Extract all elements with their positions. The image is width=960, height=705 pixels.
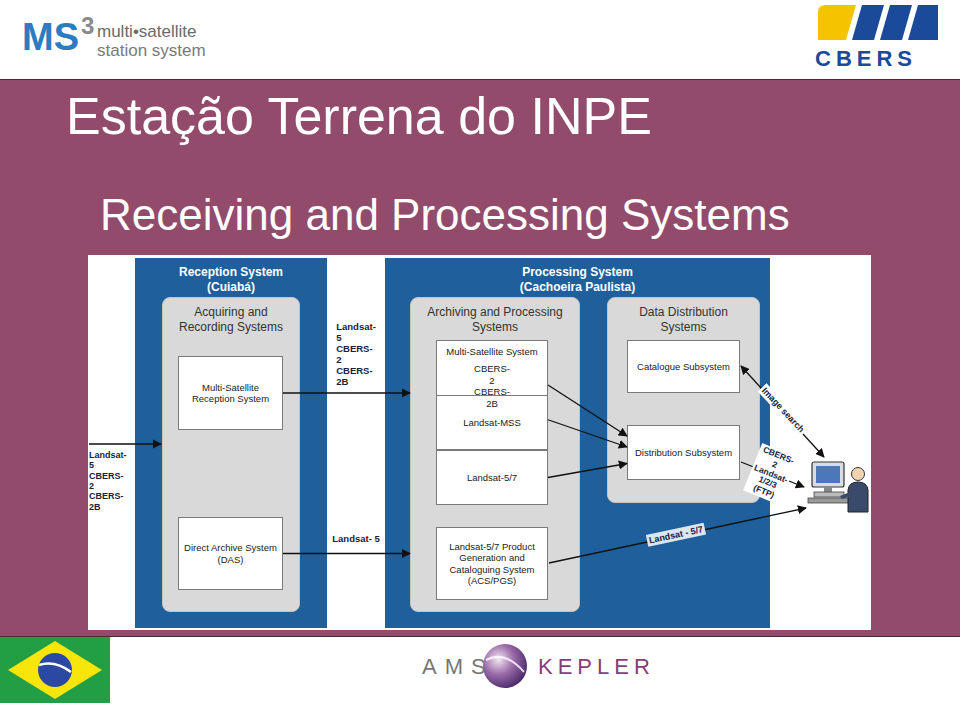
box-text: Distribution Subsystem [635,447,732,458]
box-text: Catalogue Subsystem [637,361,730,372]
user-icon [808,462,868,512]
input-arrow [89,443,161,444]
connector-arrow [548,385,627,436]
panel-heading: Reception System (Cuiabá) [172,265,290,295]
logo-text: station system [97,41,206,61]
box-text: Multi-Satellite System [446,346,537,357]
slide-subtitle: Receiving and Processing Systems [100,190,790,241]
system-box: Direct Archive System (DAS) [178,517,283,590]
system-panel: Reception System (Cuiabá)Acquiring and R… [135,258,327,628]
logo-text: AMS [422,654,494,679]
system-box: Multi-Satellite Reception System [178,356,283,430]
box-text: CBERS-2 CBERS-2B [474,363,510,409]
system-box: Landsat-5/7 [436,450,548,505]
box-text: Landsat-5/7 [467,472,517,483]
connector-arrow [548,420,627,447]
system-box: Catalogue Subsystem [627,340,740,393]
box-text: Multi-Satellite Reception System [183,382,278,405]
logo-text: CBERS [815,46,917,71]
logo-text: MS [22,16,79,60]
ftp-arrow [741,462,804,487]
input-label: Landsat-5 CBERS-2 CBERS-2B [89,450,127,512]
landsat-arrow [549,508,806,563]
logo-text: multi•satellite [97,22,197,42]
connector-label: Landsat-5 CBERS-2 CBERS-2B [336,322,376,388]
cbers-logo [818,5,938,40]
panel-heading: Processing System (Cachoeira Paulista) [508,265,648,295]
search-arrow [741,366,824,457]
system-box: Distribution Subsystem [627,425,740,480]
panel-heading: Acquiring and Recording Systems [172,305,290,335]
connector-arrow [548,464,627,478]
subsystem-panel: Archiving and Processing SystemsMulti-Sa… [410,297,580,612]
system-panel: Processing System (Cachoeira Paulista)Ar… [385,258,770,628]
logo-text: KEPLER [538,654,655,679]
subsystem-panel: Acquiring and Recording SystemsMulti-Sat… [162,297,300,612]
connector-arrow [283,392,410,393]
box-text: Landsat-5/7 Product Generation and Catal… [441,541,543,587]
connector-arrow [283,553,410,554]
system-box: Landsat-5/7 Product Generation and Catal… [436,527,548,600]
box-text: Direct Archive System (DAS) [183,542,278,565]
subsystem-panel: Data Distribution SystemsCatalogue Subsy… [607,297,760,503]
logo-text: 3 [81,12,94,40]
connector-label: Landsat- 5 [332,534,380,545]
slide-title: Estação Terrena do INPE [66,86,652,146]
box-text: Landsat-MSS [463,417,521,428]
brazil-flag [0,637,110,703]
panel-heading: Data Distribution Systems [625,305,743,335]
panel-heading: Archiving and Processing Systems [419,305,571,335]
